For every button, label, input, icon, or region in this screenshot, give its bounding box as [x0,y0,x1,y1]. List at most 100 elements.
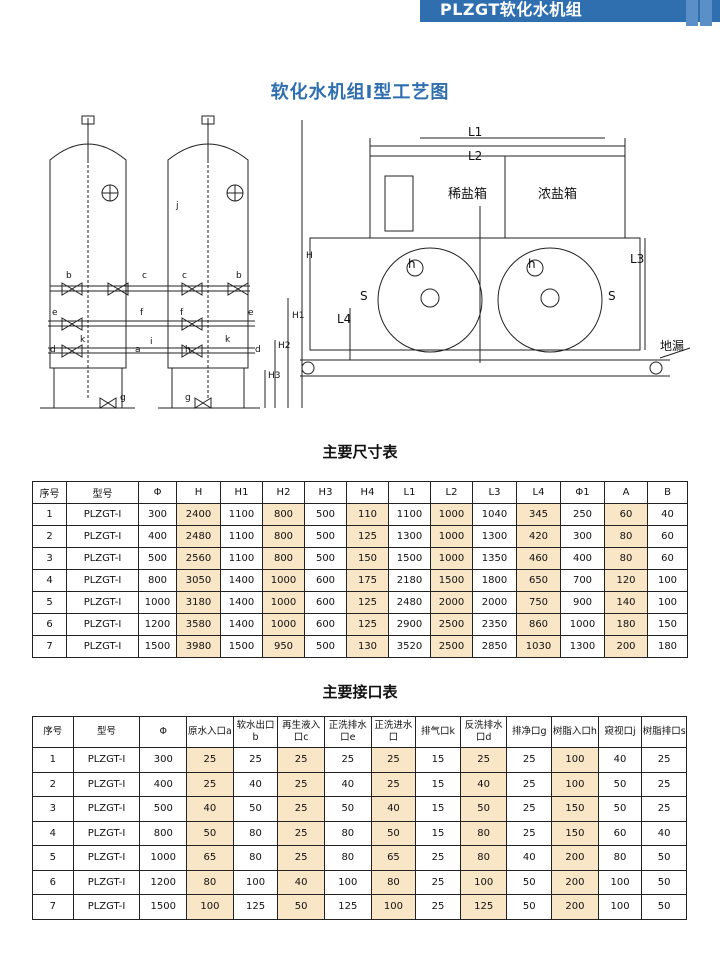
table-cell: 1 [32,503,67,526]
label-H3: H3 [268,371,281,381]
table-cell: 950 [262,635,305,658]
table-cell: 100 [186,894,234,920]
table-cell: 110 [346,503,389,526]
table-cell: 100 [647,569,688,592]
table-cell: 1000 [262,591,305,614]
header-band [420,0,720,22]
table-cell: 40 [186,796,234,822]
plan-left-tank [377,247,483,353]
table-cell: 40 [506,845,553,871]
table-cell: 150 [346,547,389,570]
table2-header-cell: 原水入口a [186,716,234,748]
table-cell: 800 [262,503,305,526]
table-cell: 300 [139,747,188,773]
table-cell: 7 [32,894,74,920]
table-cell: 180 [647,635,688,658]
table-cell: 1000 [139,845,188,871]
table1-header-cell: H [176,481,221,504]
table2-header-cell: 软水出口b [232,716,279,748]
table-cell: 25 [506,747,553,773]
table-cell: 2480 [388,591,431,614]
label-a: a [135,345,141,355]
table-cell: 1000 [430,547,473,570]
table-cell: 500 [304,503,347,526]
table-cell: 25 [323,747,372,773]
table-cell: 3050 [176,569,221,592]
table-cell: 65 [370,845,417,871]
table-cell: 5 [32,591,67,614]
table-cell: 500 [139,796,188,822]
table-cell: PLZGT-Ⅰ [66,525,139,548]
label-s-right: S [608,289,616,303]
table-cell: 80 [459,845,508,871]
table-cell: 4 [32,569,67,592]
table-cell: 2000 [430,591,473,614]
label-H: H [306,251,313,261]
table1-header-cell: Φ1 [560,481,605,504]
table-cell: 200 [551,869,599,895]
table-cell: 2480 [176,525,221,548]
table-cell: PLZGT-Ⅰ [72,845,141,871]
label-H1: H1 [292,311,305,321]
table-cell: 25 [277,747,325,773]
table-cell: 60 [604,503,648,526]
table1-header-cell: L1 [388,481,431,504]
table-cell: 40 [370,796,417,822]
table-cell: 25 [415,845,461,871]
table2-header-cell: 排气口k [415,716,461,748]
table-cell: 1500 [138,635,177,658]
table-cell: 4 [32,820,74,846]
table2-header-cell: 排净口g [506,716,553,748]
table-cell: 15 [415,796,461,822]
table-cell: 3980 [176,635,221,658]
table-cell: 500 [304,547,347,570]
label-f-left: f [140,308,144,318]
table-cell: PLZGT-Ⅰ [72,894,141,920]
table-cell: 3520 [388,635,431,658]
table-cell: 800 [262,547,305,570]
table-cell: 1100 [220,547,263,570]
table-cell: 800 [138,569,177,592]
table-cell: 500 [304,635,347,658]
table-cell: 400 [139,771,188,797]
table-cell: 100 [647,591,688,614]
table-cell: 1000 [430,525,473,548]
table-cell: 2500 [430,635,473,658]
table-cell: 1040 [472,503,517,526]
table-cell: 900 [560,591,605,614]
table-cell: 15 [415,771,461,797]
table1-header-cell: B [647,481,688,504]
table-cell: 80 [370,869,417,895]
table-cell: 500 [304,525,347,548]
table-cell: 25 [506,796,553,822]
table-cell: 50 [597,796,643,822]
table-cell: 50 [370,820,417,846]
table-cell: 50 [641,894,687,920]
table-cell: 25 [277,820,325,846]
table-cell: 2 [32,525,67,548]
table-cell: 2350 [472,613,517,636]
table-cell: 25 [415,869,461,895]
table-cell: 700 [560,569,605,592]
table-cell: 7 [32,635,67,658]
table-cell: 25 [186,747,234,773]
label-s-left: S [360,289,368,303]
table-cell: 130 [346,635,389,658]
table-cell: 1100 [388,503,431,526]
table-cell: 40 [277,869,325,895]
table-cell: 180 [604,613,648,636]
table-cell: 1200 [139,869,188,895]
table1-header-cell: H3 [304,481,347,504]
table-cell: 80 [232,820,279,846]
table-cell: 1400 [220,613,263,636]
table-cell: 25 [641,796,687,822]
table-cell: 2 [32,771,74,797]
label-L3: L3 [630,252,644,266]
